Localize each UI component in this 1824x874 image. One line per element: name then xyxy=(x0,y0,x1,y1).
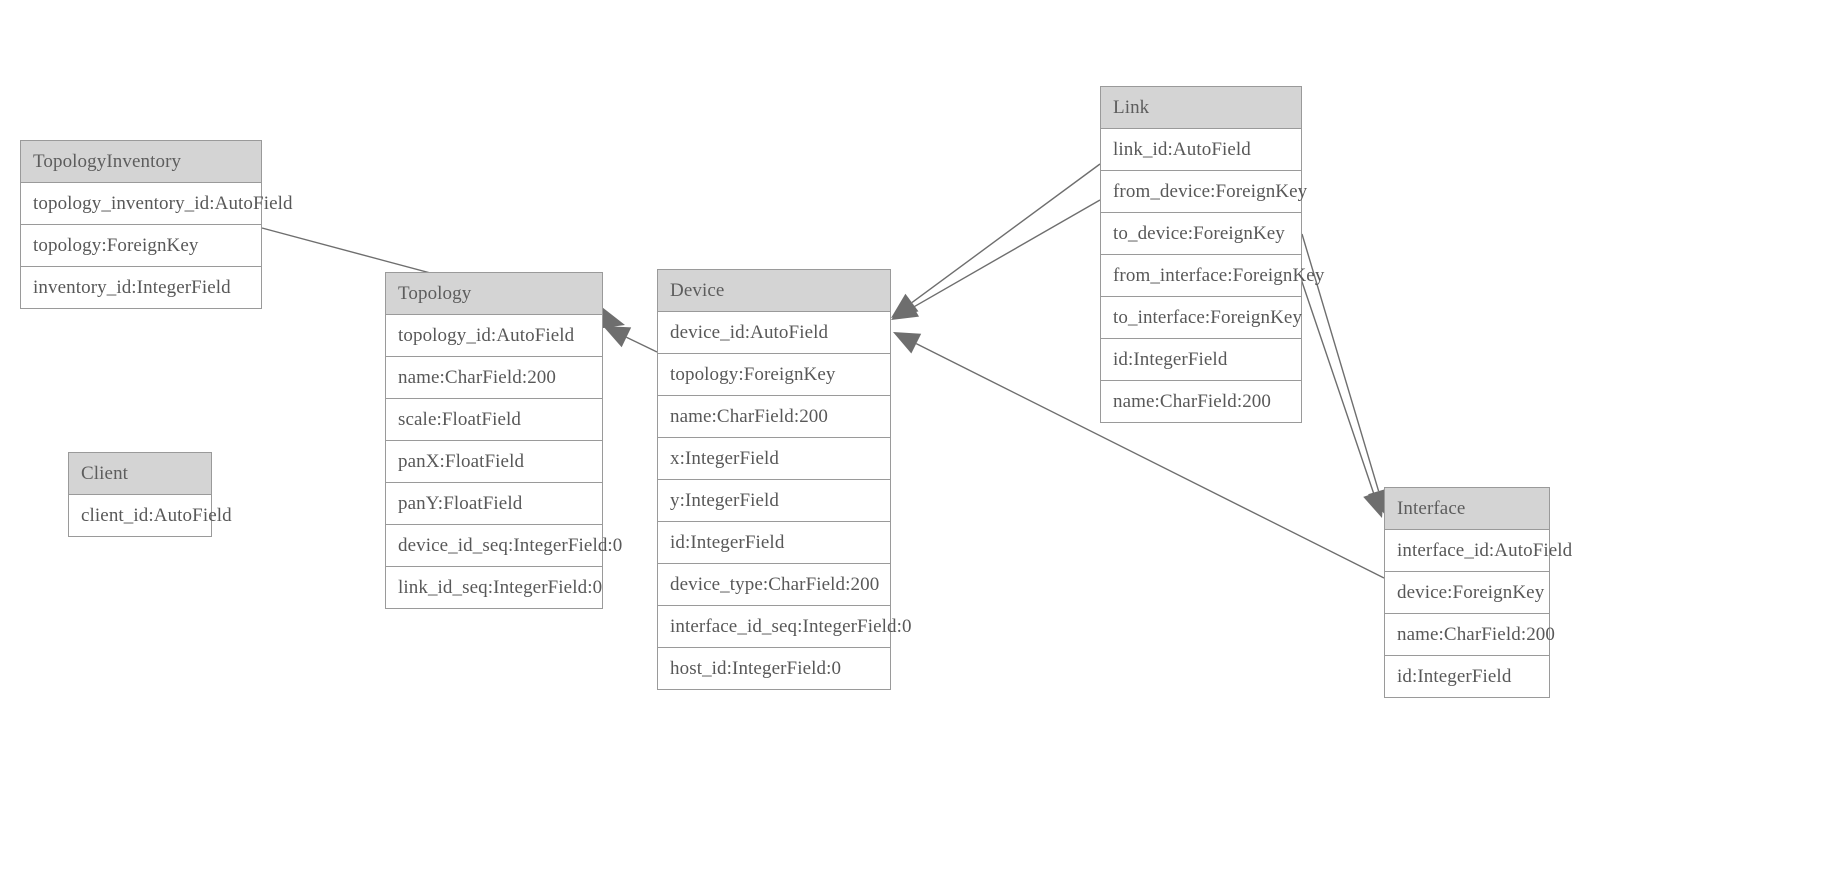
entity-field-row: client_id:AutoField xyxy=(69,495,232,536)
entity-field-row: device_type:CharField:200 xyxy=(658,564,890,606)
entity-field-row: topology:ForeignKey xyxy=(21,225,261,267)
entity-title-device: Device xyxy=(658,270,890,312)
entity-field-row: name:CharField:200 xyxy=(1385,614,1555,656)
relationship-device-topology xyxy=(603,326,658,353)
relationship-arrowhead xyxy=(891,297,920,320)
entity-field-row: panX:FloatField xyxy=(386,441,602,483)
entity-field-row: name:CharField:200 xyxy=(1101,381,1301,422)
entity-field-row: x:IntegerField xyxy=(658,438,890,480)
entity-title-topology: Topology xyxy=(386,273,602,315)
entity-field-row: to_device:ForeignKey xyxy=(1101,213,1301,255)
entity-field-row: interface_id_seq:IntegerField:0 xyxy=(658,606,911,648)
entity-field-row: name:CharField:200 xyxy=(386,357,602,399)
relationship-arrowhead xyxy=(891,293,919,318)
relationship-line xyxy=(913,199,1101,308)
entity-field-row: from_interface:ForeignKey xyxy=(1101,255,1324,297)
relationship-arrowhead xyxy=(893,332,922,354)
entity-field-row: link_id_seq:IntegerField:0 xyxy=(386,567,602,608)
entity-title-interface: Interface xyxy=(1385,488,1549,530)
entity-title-topology_inventory: TopologyInventory xyxy=(21,141,261,183)
entity-field-row: inventory_id:IntegerField xyxy=(21,267,261,308)
entity-title-link: Link xyxy=(1101,87,1301,129)
relationship-link-from_device xyxy=(891,163,1101,318)
entity-field-row: id:IntegerField xyxy=(1101,339,1301,381)
entity-field-row: link_id:AutoField xyxy=(1101,129,1301,171)
entity-field-row: device_id:AutoField xyxy=(658,312,890,354)
entity-field-row: y:IntegerField xyxy=(658,480,890,522)
entity-field-row: device:ForeignKey xyxy=(1385,572,1549,614)
entity-field-row: scale:FloatField xyxy=(386,399,602,441)
entity-field-row: topology:ForeignKey xyxy=(658,354,890,396)
entity-field-row: device_id_seq:IntegerField:0 xyxy=(386,525,622,567)
entity-field-row: from_device:ForeignKey xyxy=(1101,171,1307,213)
entity-field-row: name:CharField:200 xyxy=(658,396,890,438)
entity-field-row: panY:FloatField xyxy=(386,483,602,525)
relationship-line xyxy=(626,336,658,353)
relationship-line xyxy=(1297,269,1375,494)
entity-field-row: topology_id:AutoField xyxy=(386,315,602,357)
entity-field-row: id:IntegerField xyxy=(1385,656,1549,697)
entity-field-row: host_id:IntegerField:0 xyxy=(658,648,890,689)
relationship-line xyxy=(911,163,1101,304)
entity-title-client: Client xyxy=(69,453,211,495)
relationship-arrowhead xyxy=(603,326,632,348)
relationship-arrowhead xyxy=(1363,489,1385,518)
entity-field-row: id:IntegerField xyxy=(658,522,890,564)
entity-field-row: interface_id:AutoField xyxy=(1385,530,1572,572)
entity-field-row: topology_inventory_id:AutoField xyxy=(21,183,292,225)
relationship-link-to_device xyxy=(891,199,1101,320)
relationship-link-to_interface xyxy=(1297,269,1385,518)
entity-field-row: to_interface:ForeignKey xyxy=(1101,297,1302,339)
